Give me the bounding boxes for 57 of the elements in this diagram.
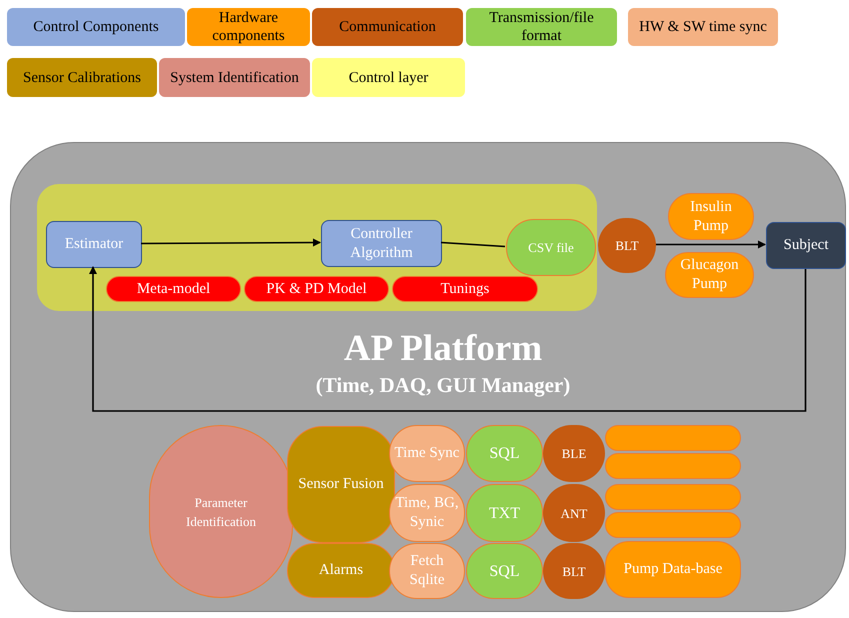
legend-text: Control layer xyxy=(348,68,428,86)
legend-text: Control Components xyxy=(33,18,159,36)
node-label: Controller Algorithm xyxy=(349,224,414,262)
node-label: BLT xyxy=(562,562,586,580)
node-label: Fetch Sqlite xyxy=(408,552,446,590)
model-pill xyxy=(244,276,389,302)
sensor-node xyxy=(287,426,395,543)
control-layer-panel xyxy=(37,184,597,311)
device-box xyxy=(605,425,741,451)
node-label: TXT xyxy=(488,504,520,522)
node-label: PK & PD Model xyxy=(266,280,367,298)
node-label: BLT xyxy=(615,237,639,255)
hardware-node xyxy=(665,252,754,298)
device-box xyxy=(605,453,741,479)
sync-node xyxy=(389,425,465,482)
process-box xyxy=(321,220,442,267)
hardware-node xyxy=(605,541,741,598)
node-label: ANT xyxy=(560,504,588,522)
node-label: Pump Data-base xyxy=(624,560,722,579)
model-pill xyxy=(106,276,241,302)
platform-title: AP Platform xyxy=(344,327,542,371)
node-label: Tunings xyxy=(440,280,490,298)
connector-arrow xyxy=(89,266,806,412)
node-label: Time, BG, Synic xyxy=(394,494,460,532)
format-node xyxy=(466,484,543,542)
legend-text: HW & SW time sync xyxy=(639,18,767,36)
model-pill xyxy=(392,276,538,302)
node-label: CSV file xyxy=(528,239,574,257)
file-node xyxy=(506,219,596,276)
legend-text: Hardware components xyxy=(211,9,286,45)
node-label: Sensor Fusion xyxy=(298,475,384,494)
node-label: SQL xyxy=(489,562,520,580)
node-label: Parameter Identification xyxy=(184,494,258,530)
connector-arrow xyxy=(655,240,766,248)
node-label: Meta-model xyxy=(136,280,210,298)
sync-node xyxy=(389,543,465,599)
platform-panel xyxy=(10,142,846,612)
device-box xyxy=(605,484,741,510)
sync-node xyxy=(389,484,465,542)
legend-text: Sensor Calibrations xyxy=(23,68,141,86)
legend-text: Transmission/file format xyxy=(488,9,595,45)
connector-arrow xyxy=(141,238,321,247)
node-label: Alarms xyxy=(318,561,364,580)
node-label: Insulin Pump xyxy=(689,198,733,236)
legend-text: Communication xyxy=(339,18,436,36)
node-label: BLE xyxy=(562,445,586,463)
node-label: Time Sync xyxy=(394,444,460,463)
platform-subtitle: (Time, DAQ, GUI Manager) xyxy=(316,372,570,398)
hardware-node xyxy=(668,193,754,240)
process-box xyxy=(46,221,142,268)
node-label: SQL xyxy=(489,444,520,463)
node-label: Subject xyxy=(784,236,828,255)
subject-box xyxy=(766,222,846,269)
legend-text: System Identification xyxy=(170,68,299,86)
node-label: Glucagon Pump xyxy=(679,256,740,294)
node-label: Estimator xyxy=(64,235,124,254)
device-box xyxy=(605,512,741,538)
